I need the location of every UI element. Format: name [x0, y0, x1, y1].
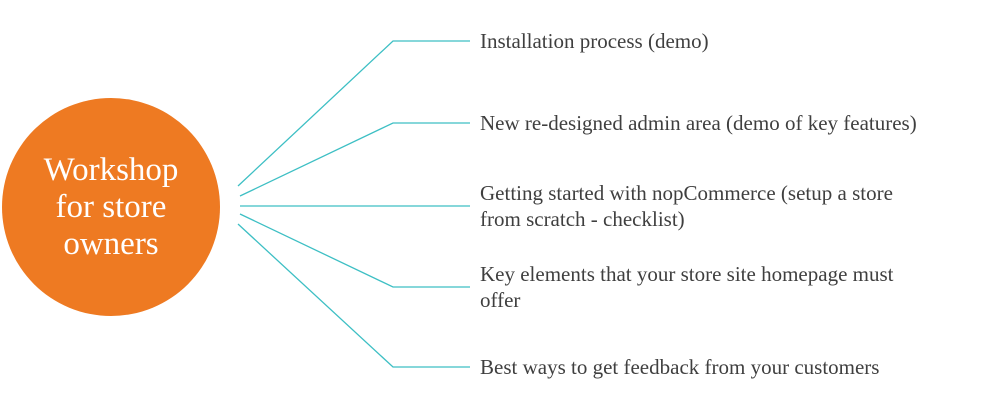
- central-topic-line: Workshop: [43, 151, 179, 188]
- branch-getting-started: Getting started with nopCommerce (setup …: [480, 180, 980, 232]
- connector-line-3: [239, 213, 470, 288]
- central-topic-label: Workshop for store owners: [21, 152, 201, 263]
- branch-installation-process: Installation process (demo): [480, 28, 980, 54]
- branch-line: New re-designed admin area (demo of key …: [480, 111, 917, 135]
- central-topic-line: for store: [55, 188, 167, 225]
- connector-line-4: [237, 223, 470, 368]
- branch-line: Installation process (demo): [480, 29, 709, 53]
- branch-homepage-elements: Key elements that your store site homepa…: [480, 261, 980, 313]
- branch-line: from scratch - checklist): [480, 207, 685, 231]
- branch-line: Best ways to get feedback from your cust…: [480, 355, 880, 379]
- connector-line-1: [239, 122, 470, 197]
- central-topic-line: owners: [63, 225, 159, 262]
- branch-line: Getting started with nopCommerce (setup …: [480, 181, 893, 205]
- branch-line: offer: [480, 288, 521, 312]
- branch-line: Key elements that your store site homepa…: [480, 262, 894, 286]
- branch-admin-area: New re-designed admin area (demo of key …: [480, 110, 980, 136]
- central-topic-circle: Workshop for store owners: [2, 98, 220, 316]
- connector-line-0: [237, 40, 470, 187]
- branch-customer-feedback: Best ways to get feedback from your cust…: [480, 354, 980, 380]
